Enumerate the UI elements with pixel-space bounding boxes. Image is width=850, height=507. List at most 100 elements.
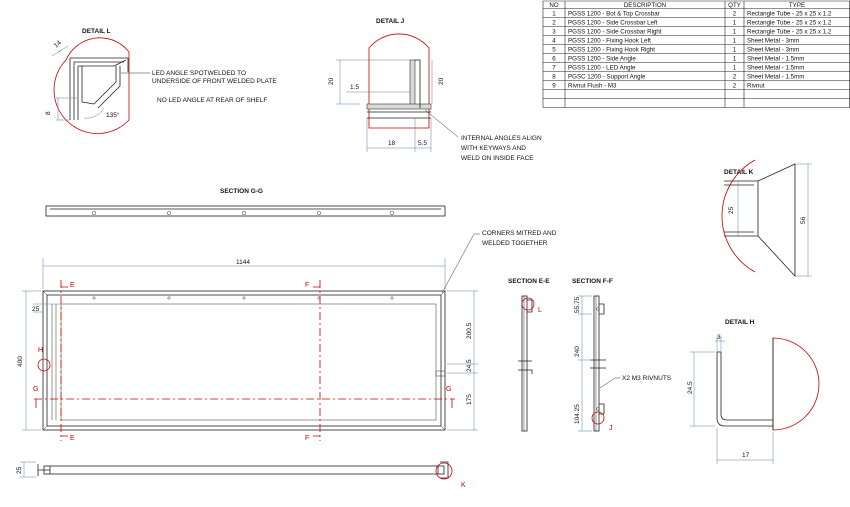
main-front-view: E E F F G G H 1144 400 25 200.5 24.5 175…: [17, 230, 557, 442]
bom-cell-desc: PGSS 1200 - Side Angle: [568, 56, 636, 63]
section-marker-f-top: F: [305, 282, 309, 289]
bom-cell-qty: 1: [733, 47, 737, 54]
detail-k-callout-circle: [435, 462, 453, 480]
bom-cell-no: 2: [552, 20, 556, 27]
detail-h-dim-3: 3: [717, 334, 721, 341]
bom-header-no: NO: [549, 2, 558, 9]
bom-cell-type: Sheet Metal - 1.5mm: [747, 65, 804, 72]
detail-l-callout-label: L: [538, 307, 542, 314]
detail-l-boundary: [53, 37, 130, 134]
section-e-e-title: SECTION E-E: [508, 278, 550, 285]
bom-cell-type: Sheet Metal - 1.5mm: [747, 56, 804, 63]
bom-cell-qty: 1: [733, 65, 737, 72]
note-internal-angles-1: INTERNAL ANGLES ALIGN: [461, 135, 542, 142]
detail-l-dim-8: 8: [45, 111, 52, 115]
section-g-g-profile: [45, 205, 446, 217]
bom-cell-desc: PGSS 1200 - Fixing Hook Left: [568, 38, 651, 45]
bom-cell-desc: PGSS 1200 - Bot & Top Crossbar: [568, 11, 660, 18]
dim-24-5: 24.5: [466, 359, 473, 372]
dim-25-left: 25: [32, 306, 40, 313]
bom-cell-desc: PGSC 1200 - Support Angle: [568, 74, 646, 81]
detail-j-dim-5-5: 5.5: [418, 140, 427, 147]
detail-h-callout-circle: [37, 358, 51, 372]
detail-h-hook: [716, 352, 773, 427]
section-g-g: SECTION G-G: [45, 188, 446, 217]
section-marker-f-bottom: F: [305, 435, 309, 442]
bom-cell-qty: 1: [733, 56, 737, 63]
detail-k: DETAIL K 25 56: [721, 159, 812, 278]
bom-cell-qty: 2: [733, 74, 737, 81]
dim-200-5: 200.5: [466, 322, 473, 339]
detail-k-tube: [724, 180, 759, 237]
bom-cell-desc: Rivnut Flush - M3: [568, 83, 617, 90]
bom-cell-no: 6: [552, 56, 556, 63]
bom-cell-no: 7: [552, 65, 556, 72]
dim-104-25: 104.25: [574, 404, 581, 424]
bom-cell-no: 1: [552, 11, 556, 18]
detail-l-dim-135: 135°: [106, 111, 120, 119]
dim-bottom-25: 25: [16, 466, 23, 474]
bom-cell-type: Rectangle Tube - 25 x 25 x 1.2: [747, 20, 832, 27]
dim-175: 175: [466, 394, 473, 405]
note-led-angle-2: UNDERSIDE OF FRONT WELDED PLATE: [152, 78, 277, 85]
note-internal-angles-2: WITH KEYWAYS AND: [461, 145, 526, 152]
detail-h-boundary: [772, 337, 820, 431]
detail-k-callout-label: K: [461, 482, 466, 489]
frame-outer: [42, 290, 446, 431]
bom-cell-qty: 1: [733, 29, 737, 36]
bom-header-type: TYPE: [789, 2, 805, 9]
section-g-g-title: SECTION G-G: [220, 188, 263, 195]
section-marker-e-top: E: [70, 282, 75, 289]
bom-cell-desc: PGSS 1200 - Fixing Hook Right: [568, 47, 655, 54]
section-f-f-profile: [593, 295, 600, 432]
section-marker-g-right: G: [446, 386, 451, 393]
detail-j-boundary: [368, 33, 430, 129]
note-corners-2: WELDED TOGETHER: [482, 240, 548, 247]
bom-cell-desc: PGSS 1200 - Side Crossbar Left: [568, 20, 658, 27]
bom-cell-qty: 1: [733, 38, 737, 45]
detail-j-dim-20a: 20: [328, 77, 335, 85]
bom-cell-type: Rivnut: [747, 83, 765, 90]
bom-cell-desc: PGSS 1200 - LED Angle: [568, 65, 636, 72]
detail-j-upright: [409, 59, 416, 109]
bom-cell-no: 9: [552, 83, 556, 90]
detail-j-dim-1-5: 1.5: [350, 84, 359, 91]
section-e-e-profile: [521, 295, 528, 432]
bom-cell-type: Rectangle Tube - 25 x 25 x 1.2: [747, 29, 832, 36]
detail-j-title: DETAIL J: [376, 18, 405, 25]
frame-inner-opening: [60, 303, 437, 421]
detail-l-callout-circle: [521, 297, 535, 311]
note-led-angle-1: LED ANGLE SPOTWELDED TO: [152, 70, 246, 77]
detail-h-dim-24-5: 24.5: [687, 381, 694, 394]
dim-240: 240: [574, 346, 581, 357]
bottom-view-bar: [43, 465, 445, 475]
detail-l-top-plate: [70, 57, 129, 72]
note-internal-angles-3: WELD ON INSIDE FACE: [461, 155, 534, 162]
bottom-view: 25 K: [16, 461, 466, 489]
bom-header-description: DESCRIPTION: [624, 2, 666, 9]
bom-cell-no: 4: [552, 38, 556, 45]
bom-cell-qty: 2: [733, 83, 737, 90]
detail-l-title: DETAIL L: [82, 28, 111, 35]
detail-h: DETAIL H 3 24.5 17: [687, 319, 820, 464]
detail-l-dim-14: 14: [53, 39, 63, 49]
section-f-f-title: SECTION F-F: [572, 278, 613, 285]
detail-j-callout-circle: [591, 411, 605, 425]
bom-cell-type: Sheet Metal - 3mm: [747, 47, 799, 54]
dim-overall-width-1144: 1144: [236, 259, 250, 266]
dim-55-75: 55.75: [574, 296, 581, 313]
detail-l-led-angle: [93, 66, 117, 105]
bom-cell-desc: PGSS 1200 - Side Crossbar Right: [568, 29, 662, 36]
detail-k-dim-25: 25: [728, 206, 735, 214]
bom-cell-type: Sheet Metal - 3mm: [747, 38, 799, 45]
detail-k-dim-56: 56: [800, 216, 807, 224]
bom-cell-no: 8: [552, 74, 556, 81]
detail-j-callout-label: J: [609, 425, 613, 432]
detail-h-title: DETAIL H: [725, 319, 755, 326]
note-corners-1: CORNERS MITRED AND: [482, 230, 557, 237]
section-e-e: SECTION E-E L: [508, 278, 550, 432]
bom-cell-no: 5: [552, 47, 556, 54]
bom-cell-no: 3: [552, 29, 556, 36]
